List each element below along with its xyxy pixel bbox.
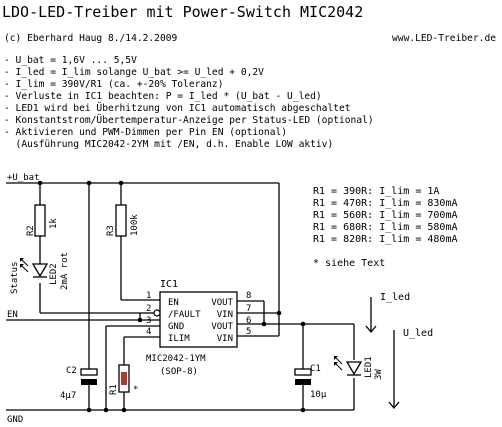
table-row: R1 = 560R: I_lim = 700mA: [313, 210, 458, 221]
note-line: (Ausführung MIC2042-2YM mit /EN, d.h. En…: [4, 139, 333, 150]
pin-number: 5: [246, 327, 251, 337]
ic1-package: (SOP-8): [160, 367, 198, 377]
table-row: R1 = 470R: I_lim = 830mA: [313, 198, 458, 209]
note-line: - U_bat = 1,6V ... 5,5V: [4, 55, 137, 66]
net-label-en: EN: [7, 310, 18, 320]
table-row: R1 = 390R: I_lim = 1A: [313, 186, 439, 197]
led2-diode: [20, 258, 49, 278]
r3-resistor: [115, 204, 127, 237]
pin-name: VOUT: [211, 298, 233, 308]
pin-number: 2: [146, 304, 151, 314]
pin-number: 4: [146, 327, 151, 337]
status-label: Status: [10, 261, 20, 294]
r2-label: R2: [26, 225, 36, 236]
pin-number: 1: [146, 291, 151, 301]
r1-star: *: [133, 385, 138, 395]
notes-list: - U_bat = 1,6V ... 5,5V - I_led = I_lim …: [4, 55, 374, 150]
note-line: - I_lim = 390V/R1 (ca. +-20% Toleranz): [4, 79, 224, 90]
note-line: - Konstantstrom/Übertemperatur-Anzeige p…: [4, 113, 374, 126]
net-label-ubat: +U_bat: [7, 173, 40, 183]
c1-value: 10µ: [310, 390, 327, 400]
note-line: - Aktivieren und PWM-Dimmen per Pin EN (…: [4, 127, 287, 138]
net-label-gnd: GND: [7, 415, 23, 425]
pin-number: 8: [246, 291, 251, 301]
resistor-table: R1 = 390R: I_lim = 1A R1 = 470R: I_lim =…: [313, 186, 458, 269]
led2-desc: 2mA rot: [60, 252, 70, 290]
r2-resistor: [34, 204, 46, 237]
pin-name: ILIM: [168, 334, 190, 344]
c2-value: 4µ7: [60, 391, 76, 401]
r3-label: R3: [106, 225, 116, 236]
u-led-label: U_led: [403, 328, 433, 339]
pin-name: VIN: [217, 310, 233, 320]
c1-capacitor: [294, 368, 312, 385]
table-row: R1 = 820R: I_lim = 480mA: [313, 234, 458, 245]
pin-name: /FAULT: [168, 310, 201, 320]
pin-number: 3: [146, 316, 151, 326]
c1-label: C1: [310, 364, 321, 374]
ic1-part: MIC2042-1YM: [146, 354, 206, 364]
led1-value: 3W: [374, 369, 384, 380]
see-text-note: * siehe Text: [313, 258, 385, 269]
ic1-ref: IC1: [160, 279, 178, 290]
pin-number: 6: [246, 316, 251, 326]
table-row: R1 = 680R: I_lim = 580mA: [313, 222, 458, 233]
c2-label: C2: [66, 366, 77, 376]
led2-label: LED2: [49, 263, 59, 285]
website-link[interactable]: www.LED-Treiber.de: [392, 33, 496, 44]
note-line: - Verluste in IC1 beachten: P = I_led * …: [4, 91, 322, 102]
pin-number: 7: [246, 304, 251, 314]
note-line: - LED1 wird bei Überhitzung von IC1 auto…: [4, 101, 351, 114]
page-title: LDO-LED-Treiber mit Power-Switch MIC2042: [2, 3, 363, 21]
i-led-label: I_led: [380, 292, 410, 303]
u-led-arrow: [388, 330, 400, 410]
r3-value: 100k: [130, 214, 140, 236]
wires: [6, 182, 355, 411]
r2-value: 1k: [49, 218, 59, 229]
note-line: - I_led = I_lim solange U_bat >= U_led +…: [4, 67, 264, 78]
pin-name: GND: [168, 322, 184, 332]
led1-label: LED1: [364, 356, 374, 378]
c2-capacitor: [80, 368, 98, 385]
pin-name: EN: [168, 298, 179, 308]
copyright-text: (c) Eberhard Haug 8./14.2.2009: [4, 33, 178, 44]
ic1-chip: [159, 291, 238, 348]
i-led-arrow: [365, 297, 377, 334]
pin-name: VIN: [217, 334, 233, 344]
led1-diode: [334, 356, 363, 376]
r1-label: R1: [109, 384, 119, 395]
junction-dots: [37, 180, 306, 413]
pin-name: VOUT: [211, 322, 233, 332]
fault-inversion-bubble: [153, 309, 161, 317]
r1-marker: [121, 372, 127, 385]
